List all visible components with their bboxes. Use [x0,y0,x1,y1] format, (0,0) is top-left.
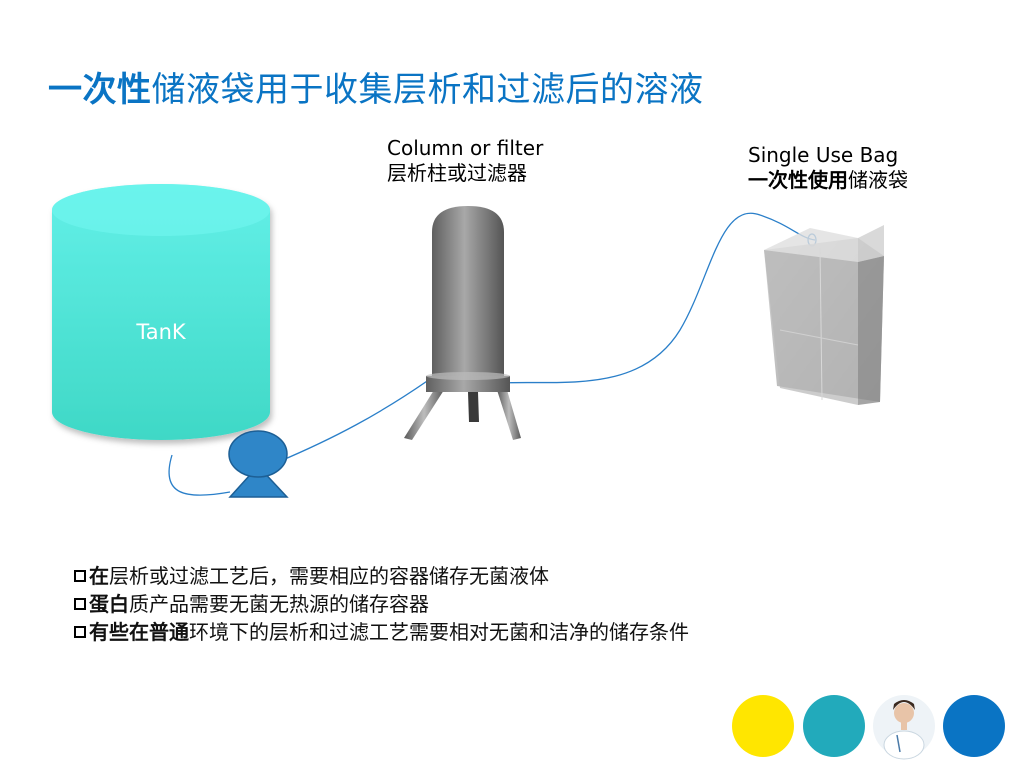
bullet-text: 环境下的层析和过滤工艺需要相对无菌和洁净的储存条件 [189,620,689,644]
column-label-zh: 层析柱或过滤器 [387,161,527,185]
column-icon [404,206,521,440]
title-bold: 一次性 [48,70,152,110]
bullet-text: 质产品需要无菌无热源的储存容器 [129,592,429,616]
checkbox-bullet-icon [74,626,86,638]
tank-icon [52,184,270,440]
bag-label-zh-bold: 一次性使用 [748,168,848,192]
footer-decoration [732,695,1005,760]
bullet-text: 层析或过滤工艺后，需要相应的容器储存无菌液体 [109,564,549,588]
bullet-item: 在层析或过滤工艺后，需要相应的容器储存无菌液体 [74,562,689,590]
checkbox-bullet-icon [74,598,86,610]
bag-label-en: Single Use Bag [748,143,899,167]
tank-label: TanK [136,320,186,344]
bullet-item: 蛋白质产品需要无菌无热源的储存容器 [74,590,689,618]
bullet-bold: 有些在普通 [89,620,189,644]
bag-label-zh: 一次性使用储液袋 [748,168,908,193]
single-use-bag-icon [764,225,884,405]
bullet-list: 在层析或过滤工艺后，需要相应的容器储存无菌液体 蛋白质产品需要无菌无热源的储存容… [74,562,689,646]
column-label-en: Column or filter [387,136,544,160]
bullet-bold: 在 [89,564,109,588]
doctor-avatar-icon [873,695,935,760]
title-rest: 储液袋用于收集层析和过滤后的溶液 [151,70,704,110]
pump-icon [228,430,289,498]
bag-label-zh-rest: 储液袋 [848,168,908,192]
checkbox-bullet-icon [74,570,86,582]
bag-label: Single Use Bag 一次性使用储液袋 [748,143,908,193]
bullet-item: 有些在普通环境下的层析和过滤工艺需要相对无菌和洁净的储存条件 [74,618,689,646]
column-label: Column or filter 层析柱或过滤器 [387,136,543,186]
page-title: 一次性储液袋用于收集层析和过滤后的溶液 [48,62,704,111]
bullet-bold: 蛋白 [89,592,129,616]
